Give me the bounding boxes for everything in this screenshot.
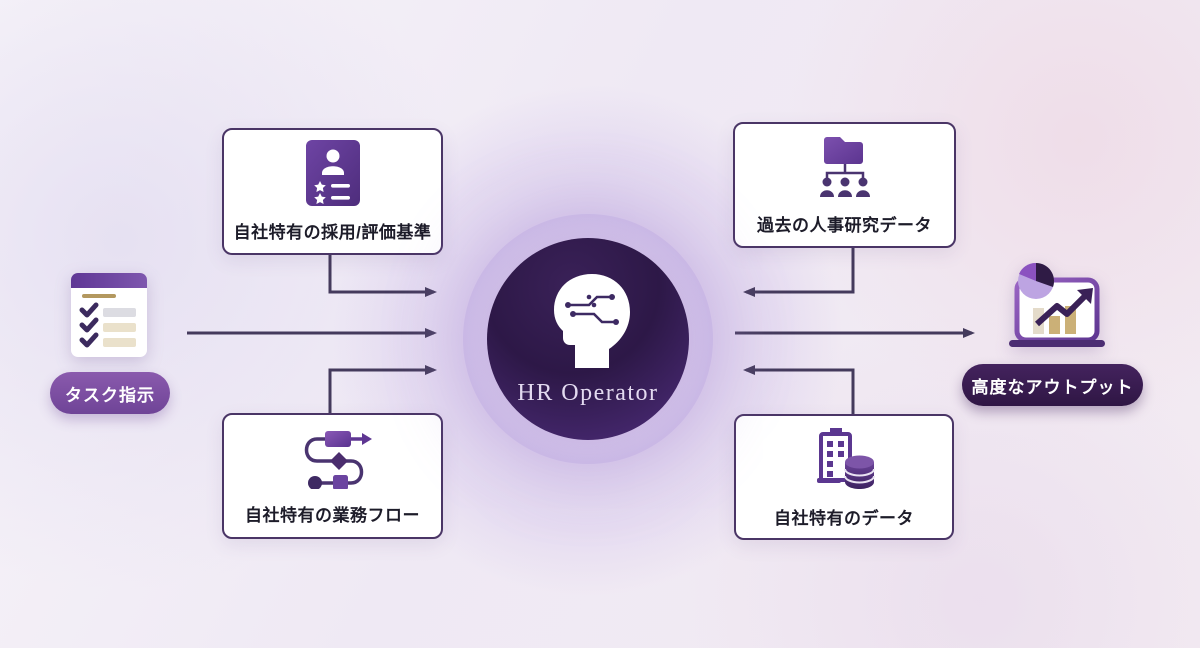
box-company-data-label: 自社特有のデータ xyxy=(774,508,914,528)
hr-archive-folder-icon xyxy=(819,136,870,197)
box-recruit-criteria: 自社特有の採用/評価基準 xyxy=(222,128,443,255)
arrow-bottomright-to-hub xyxy=(743,365,855,414)
box-hr-archive: 過去の人事研究データ xyxy=(733,122,956,248)
arrow-topleft-to-hub xyxy=(328,255,437,297)
box-recruit-criteria-label: 自社特有の採用/評価基準 xyxy=(233,223,432,242)
advanced-output-badge-label: 高度なアウトプット xyxy=(971,377,1134,397)
advanced-output-badge: 高度なアウトプット xyxy=(962,364,1143,406)
hub-label: HR Operator xyxy=(517,379,659,406)
workflow-icon xyxy=(304,430,372,489)
task-checklist-icon xyxy=(71,273,147,357)
company-database-icon xyxy=(817,427,875,489)
candidate-criteria-icon xyxy=(305,140,360,206)
box-hr-archive-label: 過去の人事研究データ xyxy=(757,215,932,235)
arrow-topright-to-hub xyxy=(743,248,855,297)
box-workflow: 自社特有の業務フロー xyxy=(222,413,443,539)
box-company-data: 自社特有のデータ xyxy=(734,414,954,540)
analytics-chart-icon xyxy=(1009,262,1105,347)
task-instruction-badge-label: タスク指示 xyxy=(65,385,155,405)
arrow-bottomleft-to-hub xyxy=(328,365,437,413)
hub-hr-operator: HR Operator xyxy=(463,214,713,464)
box-workflow-label: 自社特有の業務フロー xyxy=(245,505,420,525)
head-circuit-icon xyxy=(554,273,630,368)
task-instruction-badge: タスク指示 xyxy=(50,372,170,414)
